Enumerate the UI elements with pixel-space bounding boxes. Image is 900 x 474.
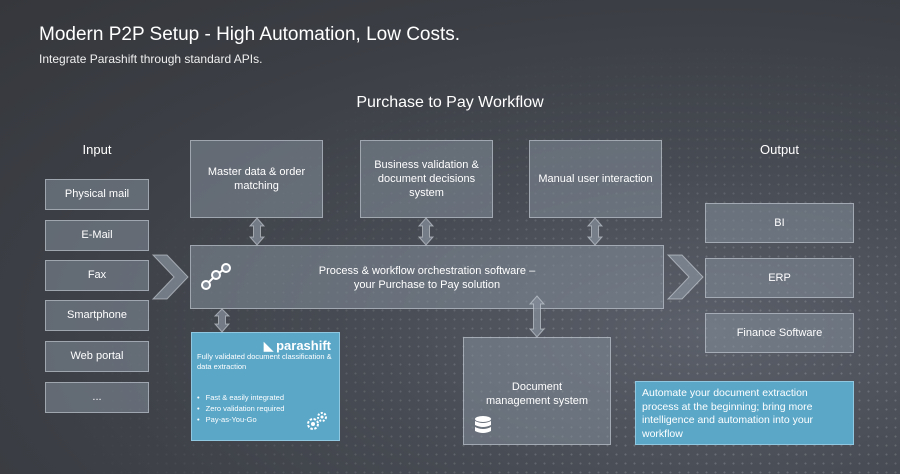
benefit-item: Fast & easily integrated: [197, 393, 284, 404]
input-fax: Fax: [45, 260, 149, 291]
input-label: Input: [82, 142, 112, 157]
manual-interaction-box: Manual user interaction: [529, 140, 662, 218]
output-chevron-arrow: [666, 254, 704, 300]
input-chevron-arrow: [151, 254, 189, 300]
page-title: Modern P2P Setup - High Automation, Low …: [39, 24, 461, 45]
workflow-title: Purchase to Pay Workflow: [356, 94, 544, 111]
manual-interaction-double-arrow: [586, 217, 604, 246]
workflow-nodes-icon: [201, 263, 231, 290]
master-data-double-arrow: [248, 217, 266, 246]
parashift-logo-mark: ◣: [263, 339, 274, 353]
automation-note: Automate your document extraction proces…: [635, 381, 854, 445]
business-validation-double-arrow: [417, 217, 435, 246]
input-smartphone: Smartphone: [45, 300, 149, 331]
orchestration-line-2: your Purchase to Pay solution: [353, 279, 501, 292]
benefit-item: Zero validation required: [197, 404, 285, 415]
input-physical-mail: Physical mail: [45, 179, 149, 210]
master-data-box: Master data & order matching: [190, 140, 323, 218]
database-icon: [475, 416, 491, 433]
parashift-double-arrow: [213, 308, 231, 333]
output-finance-software: Finance Software: [705, 313, 854, 353]
input-email: E-Mail: [45, 220, 149, 251]
document-management-label: Document management system: [485, 381, 589, 408]
input-web-portal: Web portal: [45, 341, 149, 372]
orchestration-box: Process & workflow orchestration softwar…: [190, 245, 664, 309]
page-subtitle: Integrate Parashift through standard API…: [39, 52, 263, 66]
output-erp: ERP: [705, 258, 854, 298]
business-validation-box: Business validation & document decisions…: [360, 140, 493, 218]
output-label: Output: [759, 142, 800, 157]
benefit-item: Pay-as-You-Go: [197, 415, 284, 426]
gears-icon: [307, 412, 327, 430]
parashift-logo: ◣parashift: [263, 338, 331, 353]
input-more: ...: [45, 382, 149, 413]
parashift-description: Fully validated document classification …: [197, 352, 332, 371]
dms-double-arrow: [528, 295, 546, 338]
orchestration-line-1: Process & workflow orchestration softwar…: [318, 265, 536, 277]
output-bi: BI: [705, 203, 854, 243]
parashift-benefits-list: Fast & easily integrated Zero validation…: [197, 393, 285, 426]
parashift-box: ◣parashift Fully validated document clas…: [191, 332, 340, 441]
